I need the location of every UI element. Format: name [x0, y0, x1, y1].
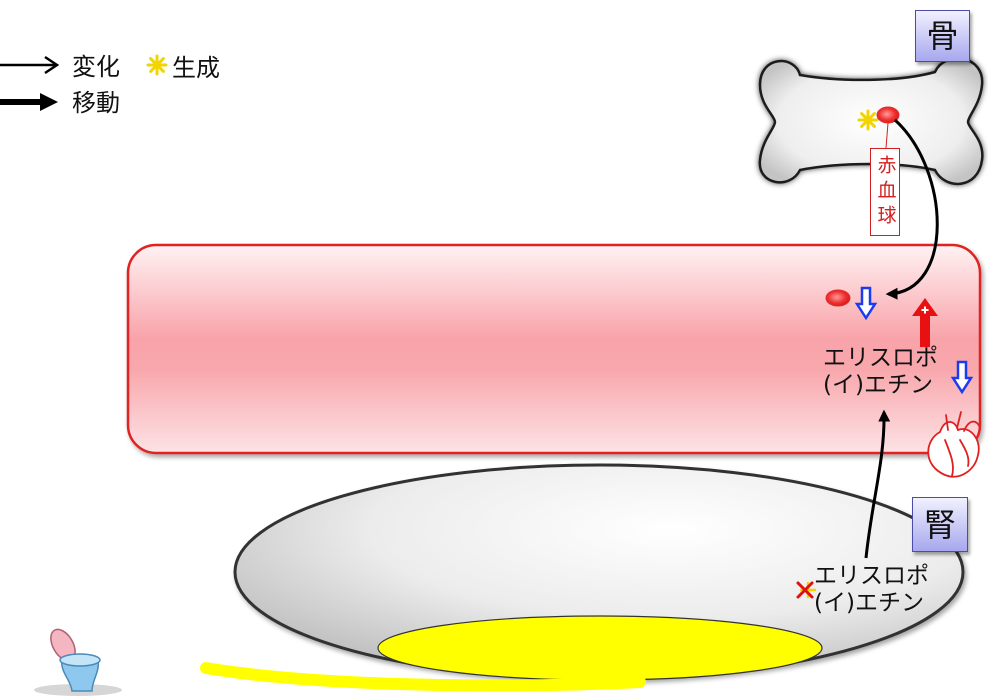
toilet-icon	[34, 628, 122, 696]
urine-pool	[377, 615, 823, 681]
blood-epo-line2: (イ)エチン	[823, 372, 933, 398]
kidney-label-box: 腎	[912, 497, 968, 552]
kidney-epo-line1: エリスロポ	[814, 563, 929, 589]
kidney-epo-label: エリスロポ (イ)エチン	[814, 563, 929, 617]
epo-increase-arrow-icon	[912, 298, 938, 347]
rbc-label-leader-line	[885, 122, 889, 149]
blood-epo-line1: エリスロポ	[823, 345, 938, 371]
epo-decrease-arrow-icon	[950, 360, 974, 395]
blood-red-blood-cell-icon	[825, 289, 851, 307]
bone-label-box: 骨	[915, 10, 970, 62]
legend-generate-label: 生成	[172, 54, 220, 82]
legend-move-label: 移動	[72, 89, 120, 117]
legend-change-label: 変化	[72, 53, 120, 81]
rbc-decrease-arrow-icon	[854, 286, 878, 321]
blood-vessel	[126, 243, 982, 455]
urine-stream	[200, 662, 646, 692]
legend-change-arrow-icon	[0, 55, 60, 75]
legend-generate-asterisk-icon	[146, 54, 168, 76]
bone-generate-asterisk-icon	[857, 109, 879, 131]
heart-icon	[927, 411, 981, 478]
epo-move-arrow	[864, 409, 891, 559]
kidney-epo-line2: (イ)エチン	[814, 590, 924, 616]
kidney-stop-mark-icon	[796, 581, 817, 599]
rbc-move-arrow	[885, 118, 939, 300]
blood-epo-label: エリスロポ (イ)エチン	[823, 345, 938, 399]
legend-move-arrow-icon	[0, 93, 58, 111]
rbc-label: 赤血球	[870, 148, 900, 236]
